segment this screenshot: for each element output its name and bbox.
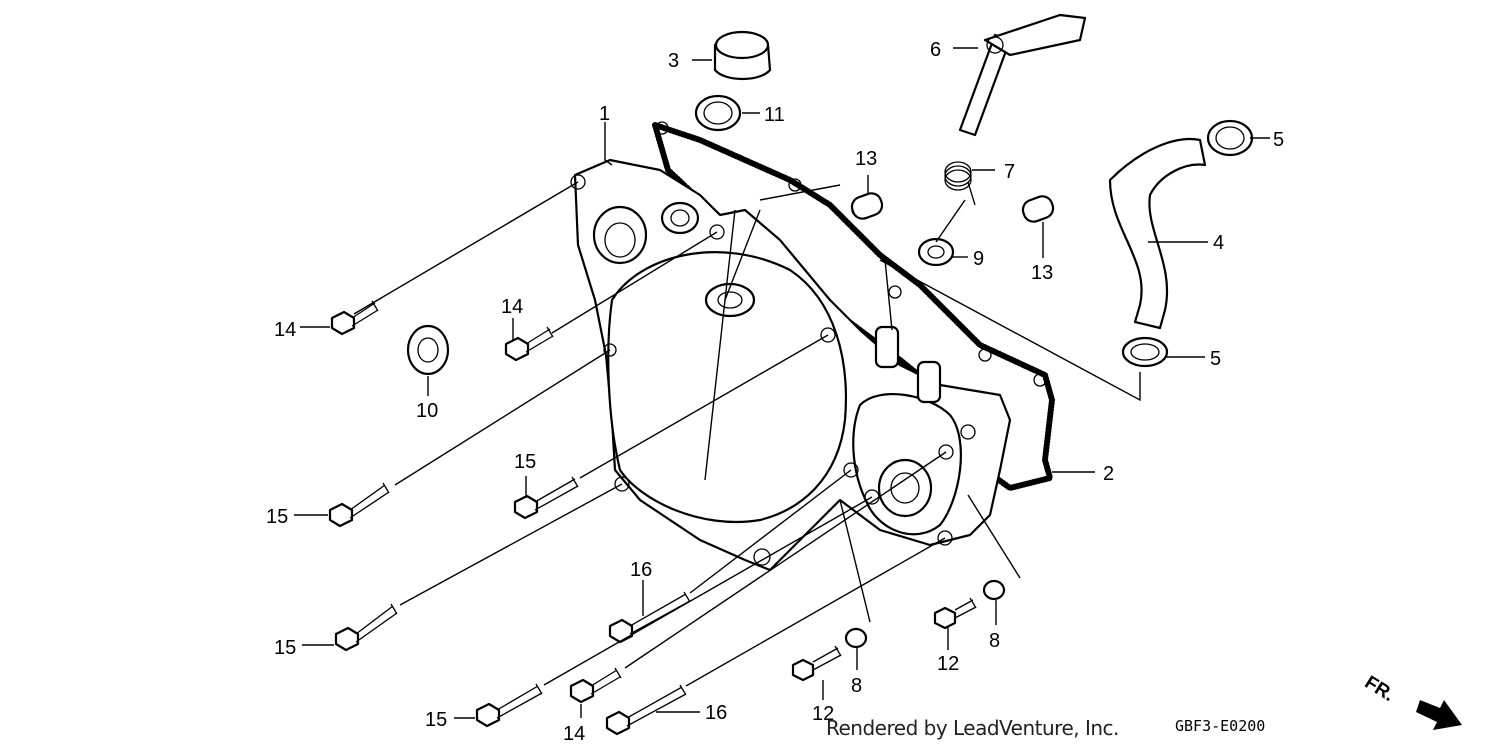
o-ring[interactable] bbox=[694, 94, 742, 132]
oil-filler-cap[interactable] bbox=[713, 30, 772, 80]
callout-13: 13 bbox=[855, 148, 877, 170]
flange-bolt[interactable] bbox=[504, 326, 554, 362]
callout-16: 16 bbox=[705, 702, 727, 724]
oil-seal-small[interactable] bbox=[917, 237, 955, 267]
callout-5: 5 bbox=[1273, 129, 1284, 151]
callout-15: 15 bbox=[266, 506, 288, 528]
callout-2: 2 bbox=[1103, 463, 1114, 485]
callout-16: 16 bbox=[630, 559, 652, 581]
callout-5: 5 bbox=[1210, 348, 1221, 370]
callout-15: 15 bbox=[514, 451, 536, 473]
render-credit: Rendered by LeadVenture, Inc. bbox=[826, 716, 1119, 740]
flange-bolt[interactable] bbox=[791, 645, 842, 682]
flange-bolt[interactable] bbox=[475, 683, 543, 728]
callout-14: 14 bbox=[274, 319, 296, 341]
front-direction-arrow-icon bbox=[1416, 700, 1462, 730]
shaft-arm[interactable] bbox=[958, 13, 1087, 137]
callout-12: 12 bbox=[937, 653, 959, 675]
callout-6: 6 bbox=[930, 39, 941, 61]
callout-9: 9 bbox=[973, 248, 984, 270]
washer[interactable] bbox=[844, 627, 868, 649]
callout-11: 11 bbox=[764, 104, 785, 126]
callout-1: 1 bbox=[599, 103, 610, 125]
callout-10: 10 bbox=[416, 400, 438, 422]
callout-labels: 1 2 3 4 5 5 6 7 8 8 9 10 11 12 12 13 13 … bbox=[266, 39, 1284, 745]
callout-12: 12 bbox=[812, 703, 834, 725]
diagram-code: GBF3-E0200 bbox=[1175, 717, 1266, 735]
flange-bolt[interactable] bbox=[605, 684, 687, 736]
flange-bolt[interactable] bbox=[328, 482, 390, 528]
callout-13: 13 bbox=[1031, 262, 1053, 284]
callout-4: 4 bbox=[1213, 232, 1224, 254]
callout-15: 15 bbox=[274, 637, 296, 659]
right-crankcase-cover[interactable] bbox=[570, 158, 1012, 572]
return-spring[interactable] bbox=[944, 161, 976, 206]
callout-14: 14 bbox=[563, 723, 585, 745]
flange-bolt[interactable] bbox=[608, 591, 691, 644]
dowel-pin[interactable] bbox=[1020, 194, 1056, 225]
dowel-pin[interactable] bbox=[849, 191, 885, 222]
flange-bolt[interactable] bbox=[334, 603, 398, 652]
flange-bolt[interactable] bbox=[933, 597, 977, 630]
washer[interactable] bbox=[982, 579, 1006, 601]
oil-seal[interactable] bbox=[406, 324, 450, 376]
callout-7: 7 bbox=[1004, 161, 1015, 183]
callout-3: 3 bbox=[668, 50, 679, 72]
callout-15: 15 bbox=[425, 709, 447, 731]
water-hose[interactable] bbox=[1108, 138, 1207, 330]
flange-bolt[interactable] bbox=[330, 300, 379, 336]
callout-8: 8 bbox=[989, 630, 1000, 652]
flange-bolt[interactable] bbox=[569, 667, 622, 704]
flange-bolt[interactable] bbox=[513, 476, 579, 520]
callout-8: 8 bbox=[851, 675, 862, 697]
callout-14: 14 bbox=[501, 296, 523, 318]
hose-clamp[interactable] bbox=[1121, 336, 1169, 368]
hose-clamp[interactable] bbox=[1206, 119, 1254, 157]
leader-lines bbox=[294, 47, 1270, 719]
